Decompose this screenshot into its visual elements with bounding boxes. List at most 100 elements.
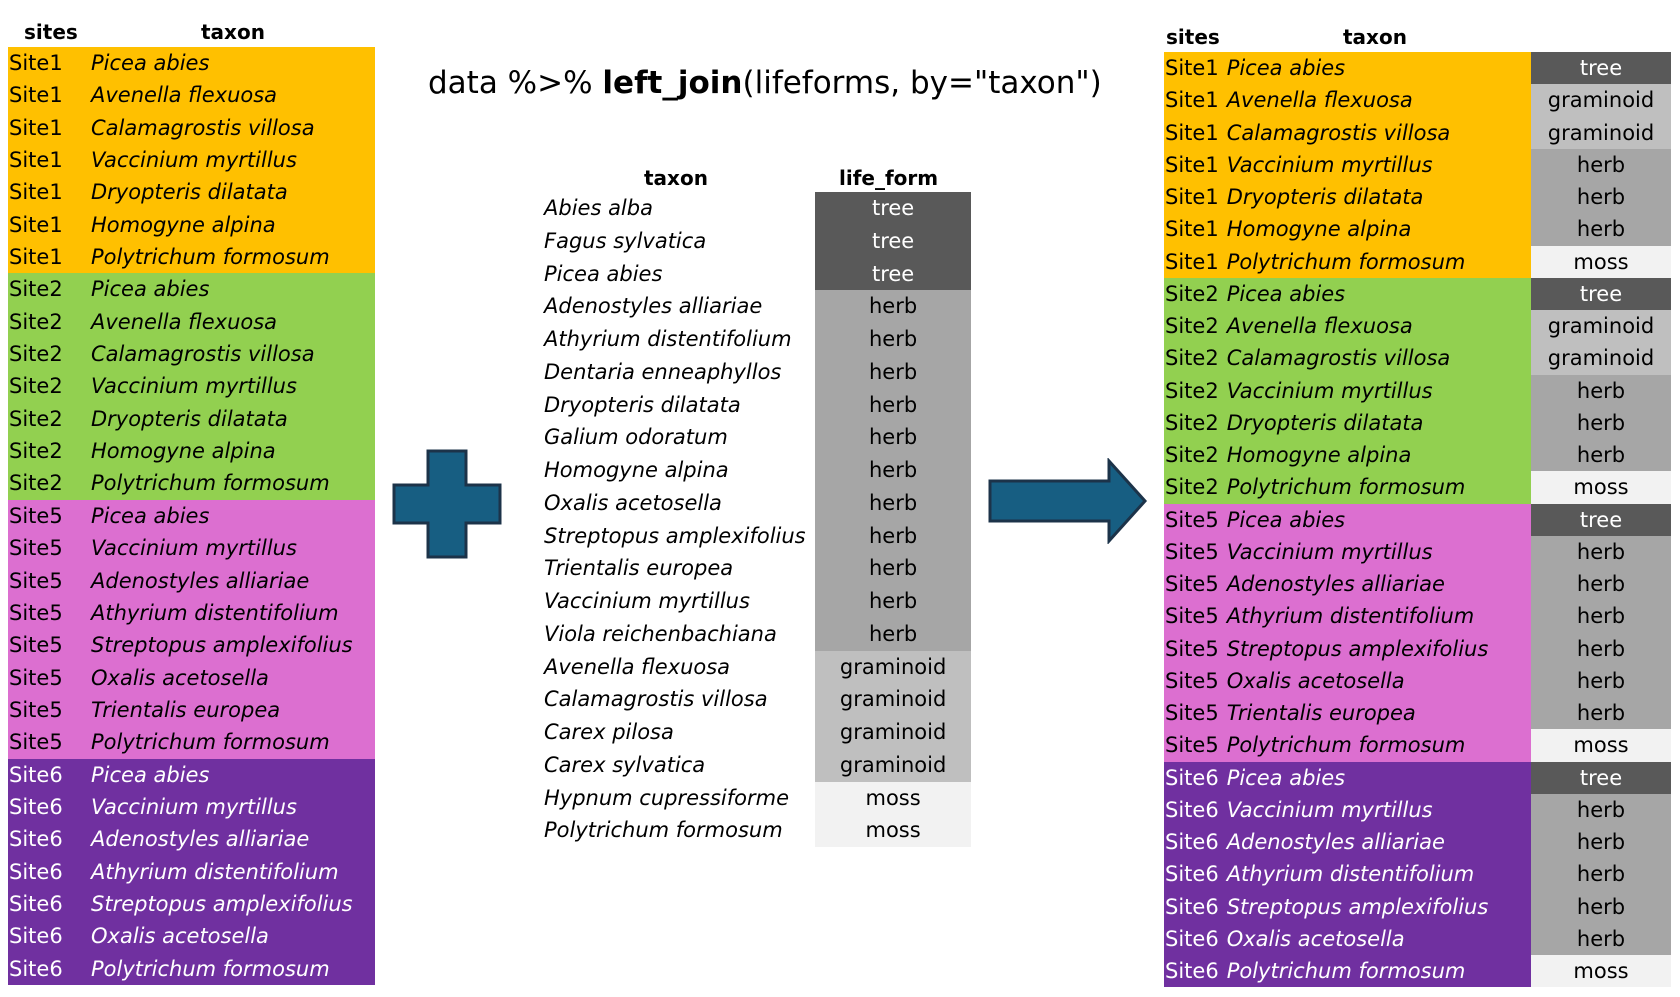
life-form-cell: herb [815,323,971,356]
table-row: Picea abies tree [538,257,971,291]
taxon-cell: Streptopus amplexifolius [544,523,806,548]
taxon-cell: Avenella flexuosa [1226,88,1413,113]
taxon-cell: Oxalis acetosella [91,665,269,690]
life-form-cell: moss [1531,955,1671,988]
site-cell: Site6 [1165,765,1219,790]
taxon-cell: Dryopteris dilatata [1226,185,1424,209]
taxon-cell: Picea abies [1226,507,1346,532]
life-form-cell: herb [1531,890,1671,923]
taxon-cell: Polytrichum formosum [1226,249,1466,274]
taxon-cell: Homogyne alpina [91,212,276,237]
site-taxon-cell: Site1 Polytrichum formosum [1164,245,1531,278]
life-form-cell: tree [815,224,971,258]
life-form-cell: herb [1531,922,1671,955]
taxon-cell: Vaccinium myrtillus [91,536,297,561]
site-cell: Site1 [1165,152,1219,177]
taxon-cell: Polytrichum formosum [1226,733,1466,758]
taxon-cell: Athyrium distentifolium [544,327,792,351]
site-cell: Site2 [1165,378,1219,403]
life-form-cell: herb [1531,697,1671,730]
site-cell: Site5 [9,697,63,722]
site-cell: Site2 [1165,410,1219,435]
plus-icon [392,449,502,559]
life-form-cell: tree [1531,503,1671,536]
life-form-cell: tree [815,257,971,291]
life-form-cell: herb [1531,793,1671,826]
taxon-cell: Picea abies [1226,281,1346,306]
life-form-cell: graminoid [815,650,971,684]
life-form-cell: graminoid [1531,84,1671,117]
life-form-cell: moss [1531,729,1671,762]
site-cell: Site5 [1165,604,1219,629]
site-cell: Site5 [1165,701,1219,725]
taxon-cell: Vaccinium myrtillus [544,589,750,613]
site-cell: Site6 [1165,959,1219,983]
life-form-cell: herb [1531,568,1671,601]
taxon-cell: Picea abies [91,762,210,787]
life-form-cell: herb [815,519,971,553]
left-header-taxon: taxon [201,20,265,44]
taxon-cell: Oxalis acetosella [544,490,722,515]
site-cell: Site5 [9,600,63,625]
life-form-cell: herb [815,454,971,487]
life-form-cell: herb [815,552,971,585]
taxon-cell: Picea abies [544,261,663,286]
taxon-cell: Athyrium distentifolium [91,859,339,884]
table-row: Site1 Polytrichum formosum [8,241,375,274]
site-cell: Site5 [1165,668,1219,693]
site-cell: Site5 [9,536,63,561]
taxon-cell: Streptopus amplexifolius [1226,636,1489,661]
life-form-cell: graminoid [1531,342,1671,375]
taxon-cell: Adenostyles alliariae [91,827,310,852]
taxon-cell: Picea abies [91,277,210,302]
taxon-cell: Picea abies [91,503,210,528]
formula-suffix: (lifeforms, by="taxon") [742,65,1102,101]
taxon-cell: Polytrichum formosum [91,245,330,270]
site-cell: Site2 [9,374,63,399]
taxon-cell: Vaccinium myrtillus [1226,152,1433,177]
site-cell: Site1 [1165,249,1219,274]
middle-header-life-form: life_form [839,166,939,190]
site-cell: Site1 [9,245,63,270]
site-cell: Site2 [9,342,63,367]
taxon-cell: Polytrichum formosum [91,730,330,755]
taxon-cell: Picea abies [91,51,210,75]
taxon-cell: Dryopteris dilatata [1226,410,1424,435]
taxon-cell: Galium odoratum [544,425,728,450]
taxon-cell: Adenostyles alliariae [544,294,763,319]
life-form-cell: graminoid [1531,310,1671,343]
life-form-cell: herb [1531,181,1671,214]
life-form-cell: herb [1531,535,1671,568]
site-cell: Site5 [1165,507,1219,532]
taxon-cell: Polytrichum formosum [91,471,330,496]
table-row: Site5 Vaccinium myrtillus [8,532,375,565]
taxon-cell: Vaccinium myrtillus [91,794,297,819]
site-cell: Site5 [9,568,63,593]
taxon-cell: Calamagrostis villosa [91,115,315,140]
taxon-cell: Polytrichum formosum [544,818,783,843]
life-form-cell: herb [1531,374,1671,407]
